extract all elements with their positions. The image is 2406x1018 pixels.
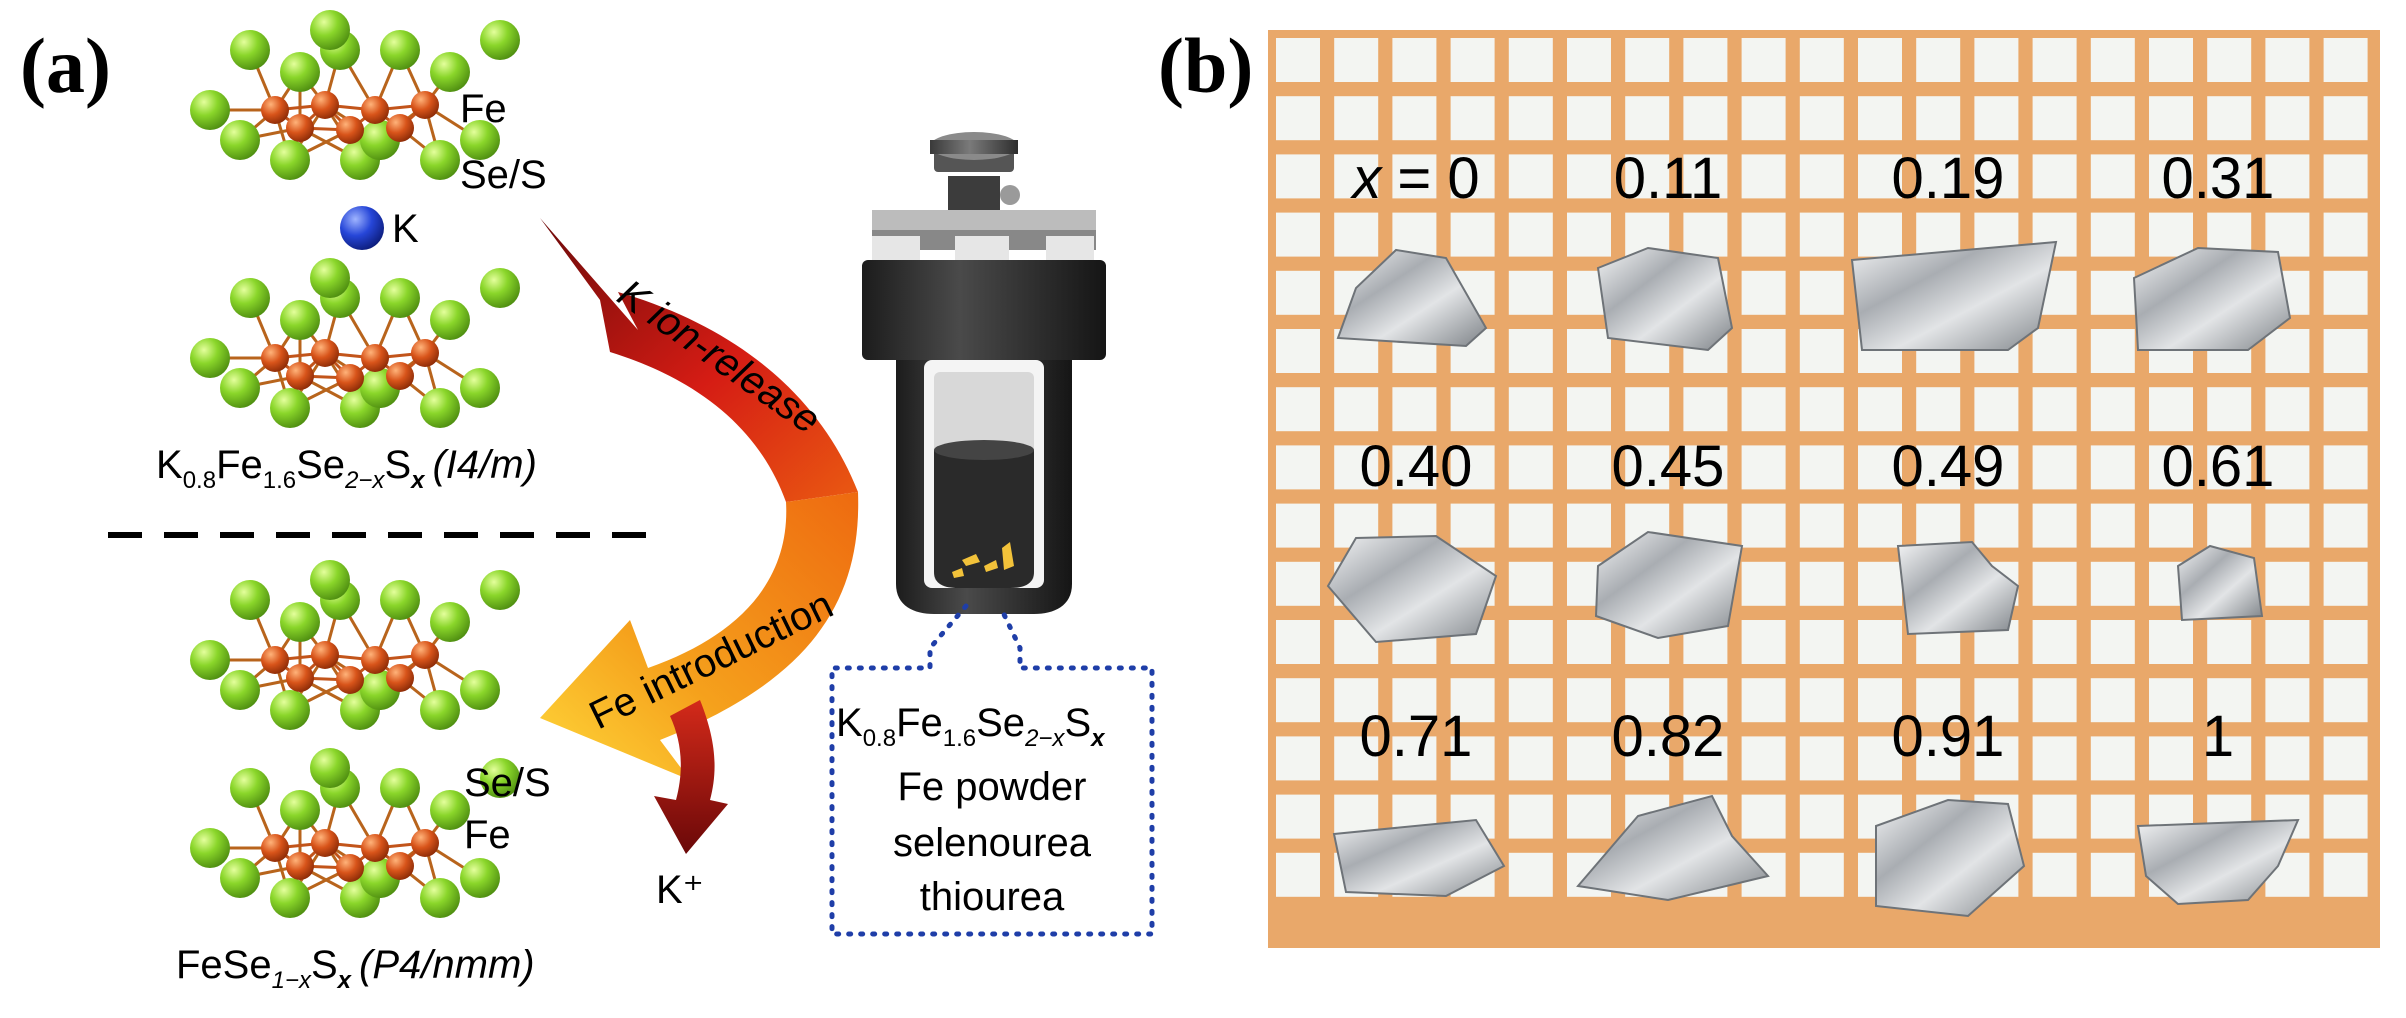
sample-label: 0.61	[2162, 434, 2275, 499]
crystal-flake	[2176, 544, 2264, 622]
reagent-formula: K0.8Fe1.6Se2−xSx	[836, 701, 1106, 752]
bottom-formula: FeSe1−xSx(P4/nmm)	[176, 943, 535, 994]
legend-k-label: K	[392, 207, 419, 251]
crystal-flake	[1850, 240, 2058, 351]
legend-se-s-label: Se/S	[460, 153, 547, 197]
sample-label: 0.40	[1360, 434, 1473, 499]
top-formula: K0.8Fe1.6Se2−xSx(I4/m)	[156, 443, 537, 494]
k-release-arrow	[540, 218, 858, 502]
crystal-flake	[1576, 794, 1770, 902]
panel-a-letter: (a)	[20, 22, 111, 109]
crystal-flake	[1326, 534, 1498, 644]
legend-se-s-label-2: Se/S	[464, 761, 551, 805]
k-plus-label: K⁺	[656, 868, 704, 912]
crystal-flake	[2136, 818, 2300, 906]
crystal-structure-top-2	[190, 258, 520, 428]
sample-label: 0.71	[1360, 704, 1473, 769]
sample-label: 1	[2202, 704, 2234, 769]
panel-b-letter: (b)	[1158, 22, 1253, 109]
fe-introduction-arrow	[540, 492, 859, 780]
sample-label: 0.91	[1892, 704, 2005, 769]
sample-label: x = 0	[1349, 146, 1479, 211]
sample-label: 0.19	[1892, 146, 2005, 211]
sample-label: 0.82	[1612, 704, 1725, 769]
crystal-structure-top-1	[190, 10, 520, 180]
reagent-callout-box	[829, 603, 1155, 937]
crystal-flake	[1336, 248, 1488, 348]
crystal-photo	[1268, 30, 2380, 948]
crystal-flake	[2132, 246, 2292, 351]
sample-label: 0.49	[1892, 434, 2005, 499]
k-plus-arrow	[654, 700, 728, 854]
crystal-flake	[1596, 246, 1734, 352]
reagent-thiourea: thiourea	[920, 875, 1065, 919]
reagent-selenourea: selenourea	[893, 821, 1092, 865]
crystal-structure-bottom-2	[190, 748, 520, 918]
sample-label: 0.11	[1614, 146, 1723, 211]
legend-fe-label-2: Fe	[464, 813, 511, 857]
crystal-flake	[1896, 540, 2020, 636]
reagent-fe-powder: Fe powder	[898, 765, 1087, 809]
sample-grid: x = 0 0.11 0.19 0.31 0.40 0.45 0.49 0.61 0.71 0.8…	[1326, 146, 2300, 918]
crystal-flake	[1594, 530, 1744, 640]
crystal-structure-bottom-1	[190, 560, 520, 730]
crystal-flake	[1332, 818, 1506, 898]
sample-label: 0.45	[1612, 434, 1725, 499]
autoclave-icon	[862, 132, 1106, 614]
legend-fe-label: Fe	[460, 87, 507, 131]
crystal-flake	[1875, 798, 2026, 918]
k-atom-icon	[340, 206, 384, 250]
sample-label: 0.31	[2162, 146, 2275, 211]
